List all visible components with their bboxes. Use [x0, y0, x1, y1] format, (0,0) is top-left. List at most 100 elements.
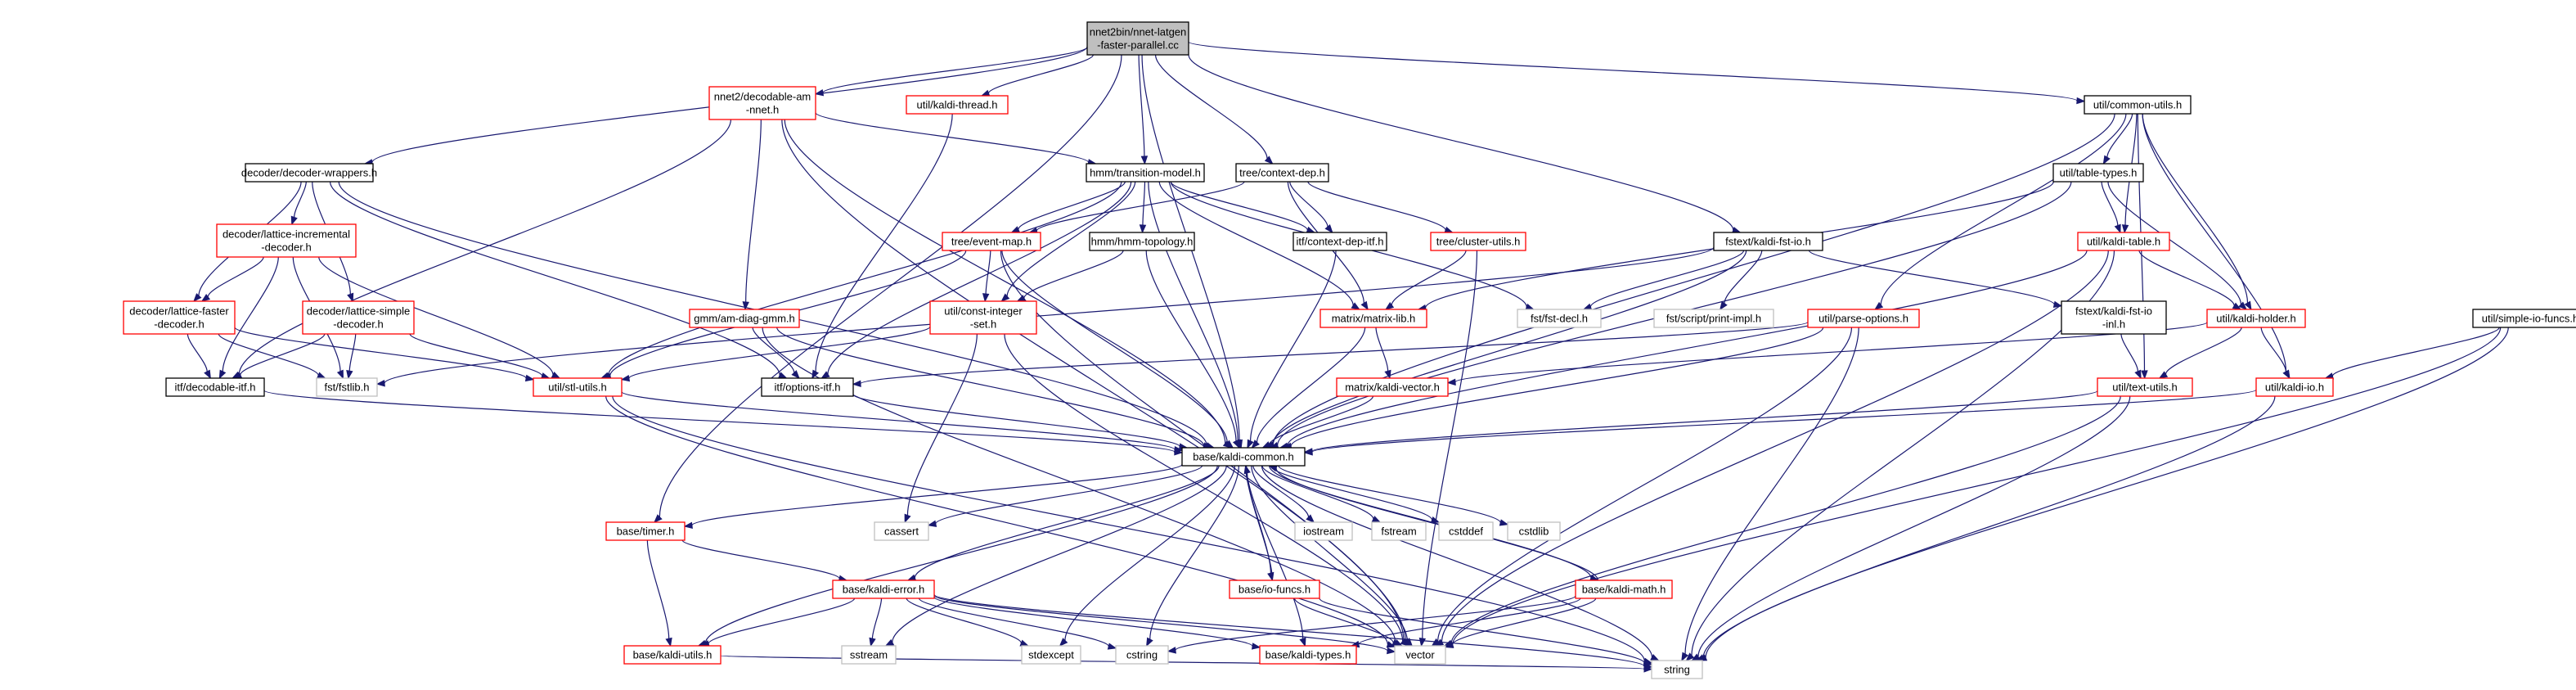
edge-kaldi_error-to-kaldi_utils — [700, 598, 856, 647]
node-kaldi-common[interactable]: base/kaldi-common.h — [1181, 447, 1306, 467]
edge-kaldi_error-to-cstring — [918, 598, 1117, 650]
node-decoder-wrappers[interactable]: decoder/decoder-wrappers.h — [241, 163, 377, 183]
node-label: -decoder.h — [154, 318, 204, 331]
node-label: decoder/lattice-incremental — [223, 228, 350, 241]
node-context-dep[interactable]: tree/context-dep.h — [1235, 163, 1329, 183]
node-fstream: fstream — [1371, 521, 1427, 541]
node-box — [2472, 309, 2576, 328]
node-box — [874, 521, 929, 541]
node-context-dep-itf[interactable]: itf/context-dep-itf.h — [1292, 232, 1387, 251]
node-kaldi-math[interactable]: base/kaldi-math.h — [1575, 580, 1673, 599]
edge-transition_model-to-options_itf — [820, 181, 1132, 379]
node-string: string — [1651, 660, 1703, 679]
node-table-types[interactable]: util/table-types.h — [2052, 163, 2144, 183]
node-label: tree/event-map.h — [951, 236, 1032, 248]
edge-simple_io_funcs-to-kaldi_io — [2324, 327, 2500, 380]
node-kaldi-error[interactable]: base/kaldi-error.h — [832, 580, 935, 599]
node-box — [123, 300, 236, 335]
node-label: -faster-parallel.cc — [1097, 39, 1179, 52]
node-label: fst/fst-decl.h — [1531, 313, 1588, 325]
node-transition-model[interactable]: hmm/transition-model.h — [1086, 163, 1205, 183]
node-event-map[interactable]: tree/event-map.h — [942, 232, 1041, 251]
edge-simple_io_funcs-to-string — [1697, 327, 2509, 661]
node-io-funcs[interactable]: base/io-funcs.h — [1229, 580, 1320, 599]
node-kaldi-fst-io[interactable]: fstext/kaldi-fst-io.h — [1713, 232, 1823, 251]
node-kaldi-fst-io-inl[interactable]: fstext/kaldi-fst-io-inl.h — [2061, 300, 2167, 335]
node-label: util/kaldi-io.h — [2265, 381, 2324, 394]
node-box — [1294, 521, 1353, 541]
edge-root-to-kaldi_thread — [980, 54, 1095, 97]
node-simple-io-funcs[interactable]: util/simple-io-funcs.h — [2472, 309, 2576, 328]
node-lattice-incremental[interactable]: decoder/lattice-incremental-decoder.h — [216, 223, 357, 258]
edge-text_utils-to-kaldi_common — [1303, 390, 2098, 455]
node-box — [1713, 232, 1823, 251]
node-hmm-topology[interactable]: hmm/hmm-topology.h — [1089, 232, 1195, 251]
node-options-itf[interactable]: itf/options-itf.h — [761, 377, 854, 397]
edge-transition_model-to-context_dep_itf — [1170, 181, 1316, 233]
node-parse-options[interactable]: util/parse-options.h — [1807, 309, 1920, 328]
edge-transition_model-to-const_integer_set — [1000, 181, 1136, 302]
edge-kaldi_fst_io-to-fst_decl — [1582, 250, 1745, 310]
node-box — [1089, 232, 1195, 251]
node-box — [761, 377, 854, 397]
node-box — [1507, 521, 1561, 541]
node-const-integer-set[interactable]: util/const-integer-set.h — [929, 300, 1037, 335]
edge-root-to-kaldi_common — [1141, 54, 1243, 449]
node-box — [1575, 580, 1673, 599]
node-lattice-faster[interactable]: decoder/lattice-faster-decoder.h — [123, 300, 236, 335]
edge-lattice_faster-to-stl_utils — [234, 327, 535, 382]
node-kaldi-utils[interactable]: base/kaldi-utils.h — [623, 645, 722, 665]
edge-cluster_utils-to-matrix_lib — [1384, 250, 1467, 310]
node-common-utils[interactable]: util/common-utils.h — [2084, 95, 2192, 115]
node-kaldi-vector[interactable]: matrix/kaldi-vector.h — [1336, 377, 1449, 397]
edge-kaldi_utils-to-string — [720, 655, 1653, 673]
edge-lattice_incremental-to-decodable_itf — [218, 256, 279, 380]
edge-kaldi_math-to-vector — [1444, 598, 1597, 648]
node-box — [1086, 163, 1205, 183]
node-kaldi-types[interactable]: base/kaldi-types.h — [1259, 645, 1357, 665]
node-am-diag-gmm[interactable]: gmm/am-diag-gmm.h — [689, 309, 800, 328]
node-box — [1430, 232, 1526, 251]
edge-parse_options-to-vector — [1431, 327, 1853, 647]
edge-common_utils-to-parse_options — [1874, 113, 2127, 310]
node-kaldi-holder[interactable]: util/kaldi-holder.h — [2206, 309, 2306, 328]
node-label: gmm/am-diag-gmm.h — [694, 313, 795, 325]
node-label: fstream — [1381, 525, 1416, 538]
node-lattice-simple[interactable]: decoder/lattice-simple-decoder.h — [302, 300, 415, 335]
edge-decoder_wrappers-to-lattice_incremental — [290, 181, 307, 226]
node-decodable-am-nnet[interactable]: nnet2/decodable-am-nnet.h — [708, 86, 816, 120]
edge-kaldi_common-to-cassert — [927, 465, 1203, 527]
node-label: base/kaldi-types.h — [1266, 649, 1351, 661]
node-matrix-lib[interactable]: matrix/matrix-lib.h — [1319, 309, 1427, 328]
edge-common_utils-to-table_types — [2102, 113, 2133, 165]
node-kaldi-table[interactable]: util/kaldi-table.h — [2077, 232, 2170, 251]
edge-kaldi_fst_io-to-kaldi_fst_io_inl — [1808, 250, 2063, 309]
node-timer[interactable]: base/timer.h — [605, 521, 686, 541]
node-box — [1115, 645, 1169, 665]
node-label: cstdlib — [1519, 525, 1549, 538]
edge-kaldi_common-to-kaldi_types — [1245, 465, 1306, 647]
edge-matrix_lib-to-kaldi_common — [1251, 327, 1366, 449]
edge-table_types-to-kaldi_holder — [2107, 181, 2248, 310]
node-stl-utils[interactable]: util/stl-utils.h — [533, 377, 623, 397]
node-root[interactable]: nnet2bin/nnet-latgen-faster-parallel.cc — [1086, 21, 1189, 56]
node-decodable-itf[interactable]: itf/decodable-itf.h — [165, 377, 265, 397]
node-label: base/kaldi-common.h — [1193, 451, 1294, 463]
edge-hmm_topology-to-kaldi_common — [1145, 250, 1240, 449]
edge-common_utils-to-kaldi_common — [1265, 113, 2115, 449]
edge-event_map-to-kaldi_common — [1001, 250, 1234, 449]
node-box — [1235, 163, 1329, 183]
edge-stl_utils-to-vector — [605, 395, 1396, 648]
node-box — [841, 645, 897, 665]
node-cstdlib: cstdlib — [1507, 521, 1561, 541]
node-box — [2084, 95, 2192, 115]
node-kaldi-io[interactable]: util/kaldi-io.h — [2255, 377, 2334, 397]
edge-options_itf-to-kaldi_common — [852, 394, 1189, 450]
node-cluster-utils[interactable]: tree/cluster-utils.h — [1430, 232, 1526, 251]
node-kaldi-thread[interactable]: util/kaldi-thread.h — [906, 95, 1009, 115]
node-vector: vector — [1394, 645, 1446, 665]
node-box — [1371, 521, 1427, 541]
node-label: -inl.h — [2102, 318, 2125, 331]
node-box — [1259, 645, 1357, 665]
node-text-utils[interactable]: util/text-utils.h — [2097, 377, 2193, 397]
